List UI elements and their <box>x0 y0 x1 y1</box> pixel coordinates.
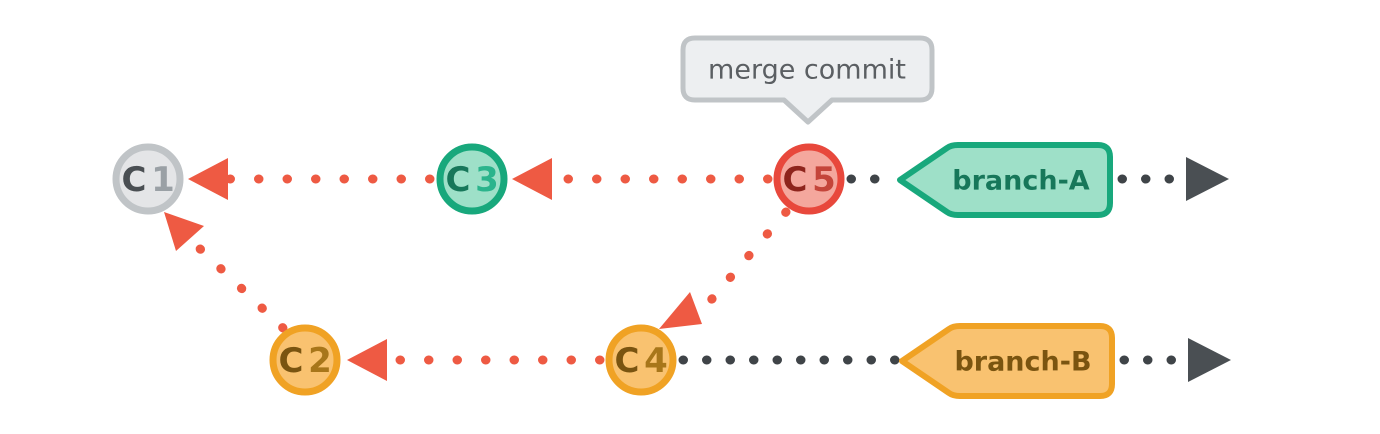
edge-c2-to-c1-arrowhead <box>164 212 204 251</box>
commit-circle-c4 <box>605 324 677 396</box>
edge-c5-to-c4 <box>659 207 791 329</box>
commit-label-c3-char: C <box>446 160 471 200</box>
commit-node-c4[interactable]: C 4 <box>605 324 677 396</box>
branch-tag-branch-b-label: branch-B <box>954 347 1091 378</box>
edge-c3-to-c1 <box>188 158 435 200</box>
commit-label-c2-num: 2 <box>308 341 332 381</box>
branch-tag-branch-a-label: branch-A <box>952 166 1090 197</box>
commit-node-c1[interactable]: C 1 <box>112 143 184 215</box>
commit-node-c5[interactable]: C 5 <box>773 143 845 215</box>
edge-c2-to-c1-line <box>191 240 288 333</box>
commit-label-c2-char: C <box>279 341 304 381</box>
branch-b-future-arrowhead <box>1188 338 1231 382</box>
commit-label-c1-num: 1 <box>151 160 175 200</box>
merge-commit-tooltip-label: merge commit <box>708 55 906 86</box>
commit-circle-c1 <box>112 143 184 215</box>
branch-tag-branch-b[interactable]: branch-B <box>899 323 1115 399</box>
commit-label-c4-num: 4 <box>644 341 668 381</box>
edge-c3-to-c1-arrowhead <box>188 158 228 200</box>
branch-tag-branch-a-shape <box>897 142 1113 218</box>
edge-c2-to-c1 <box>164 212 288 333</box>
merge-commit-tooltip-bubble <box>680 35 935 125</box>
edge-c4-to-c2-arrowhead <box>347 339 387 381</box>
commit-node-c3[interactable]: C 3 <box>436 143 508 215</box>
edge-c4-to-c2 <box>347 339 605 381</box>
commit-circle-c2 <box>269 324 341 396</box>
edge-c5-to-c3-arrowhead <box>512 158 552 200</box>
commit-label-c5-num: 5 <box>812 160 836 200</box>
commit-label-c1-char: C <box>122 160 147 200</box>
merge-commit-tooltip: merge commit <box>680 35 935 125</box>
commit-label-c4-char: C <box>615 341 640 381</box>
commit-node-c2[interactable]: C 2 <box>269 324 341 396</box>
branch-tag-branch-b-shape <box>899 323 1115 399</box>
branch-tag-branch-a[interactable]: branch-A <box>897 142 1113 218</box>
commit-label-c3-num: 3 <box>475 160 499 200</box>
branch-a-future-arrowhead <box>1186 157 1229 201</box>
edge-c5-to-c4-line <box>695 207 791 318</box>
edge-c5-to-c4-arrowhead <box>659 292 702 329</box>
commit-circle-c3 <box>436 143 508 215</box>
edge-c5-to-c3 <box>512 158 773 200</box>
commit-circle-c5 <box>773 143 845 215</box>
commit-label-c5-char: C <box>783 160 808 200</box>
